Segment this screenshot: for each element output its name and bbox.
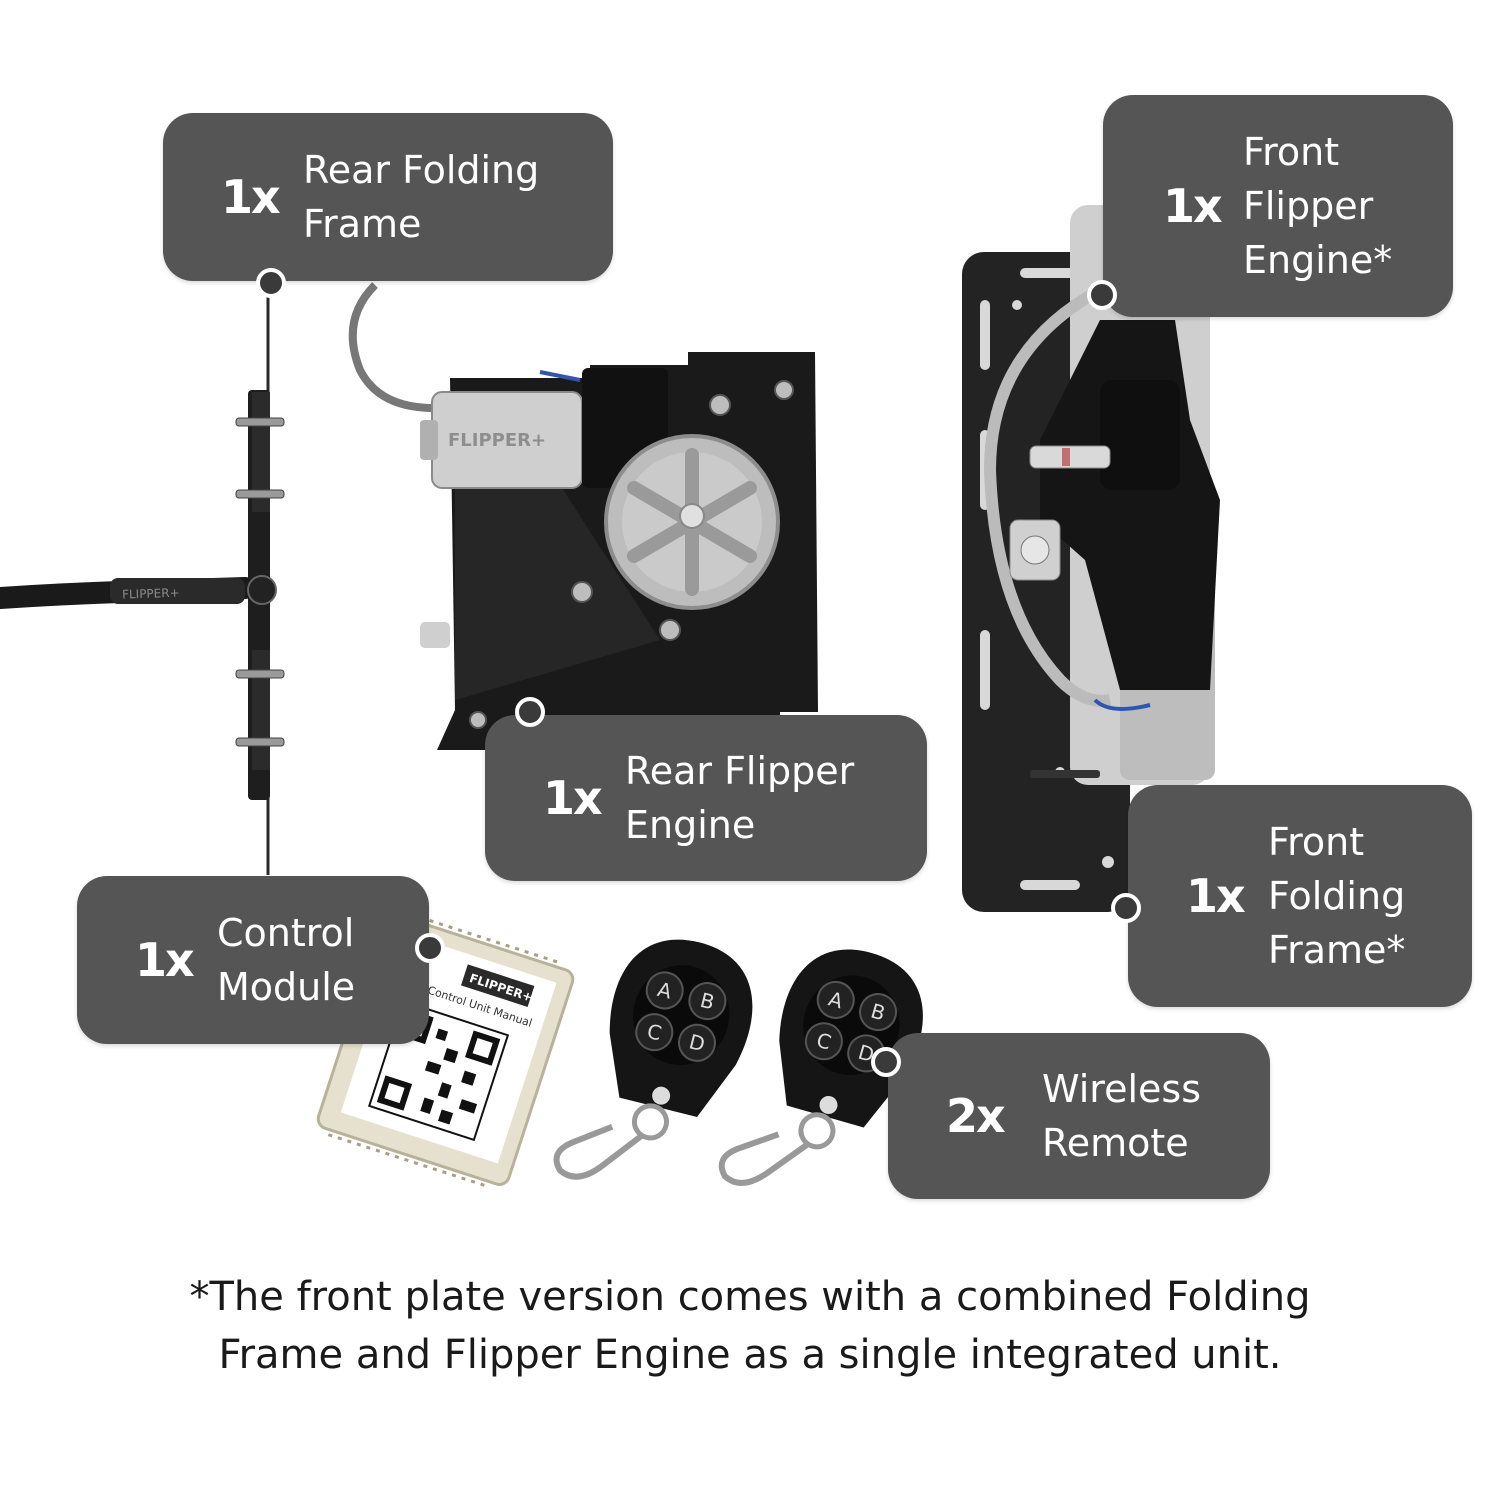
callout-label-line: Remote	[1042, 1121, 1189, 1165]
callout-label-line: Wireless	[1042, 1067, 1201, 1111]
callout-qty: 1x	[1163, 179, 1223, 233]
callout-label-line: Frame	[303, 202, 422, 246]
remote-2-button-c: C	[814, 1028, 834, 1055]
callout-pointer-dot	[515, 697, 545, 727]
callout-wireless-remote: 2x Wireless Remote	[888, 1033, 1270, 1199]
footnote-line-2: Frame and Flipper Engine as a single int…	[218, 1332, 1282, 1378]
callout-qty: 1x	[543, 771, 603, 825]
callout-rear-folding-frame: 1x Rear Folding Frame	[163, 113, 613, 281]
callout-qty: 2x	[946, 1089, 1006, 1143]
remote-1-button-b: B	[698, 988, 717, 1015]
callout-label-line: Frame*	[1268, 928, 1406, 972]
callout-label-line: Engine	[625, 803, 756, 847]
front-flipper-unit-image	[962, 205, 1220, 912]
footnote-line-1: *The front plate version comes with a co…	[189, 1274, 1311, 1320]
callout-pointer-dot	[1087, 280, 1117, 310]
callout-qty: 1x	[221, 170, 281, 224]
wireless-remote-1-image: A B C D	[553, 939, 753, 1180]
callout-label-line: Folding	[1268, 874, 1406, 918]
remote-1-button-a: A	[655, 977, 674, 1004]
footnote: *The front plate version comes with a co…	[0, 1268, 1500, 1384]
remote-2-button-b: B	[868, 999, 888, 1026]
callout-label-line: Rear Folding	[303, 148, 540, 192]
rear-flipper-engine-image: FLIPPER+	[348, 282, 818, 750]
callout-label-line: Rear Flipper	[625, 749, 855, 793]
callout-rear-flipper-engine: 1x Rear Flipper Engine	[485, 715, 927, 881]
callout-qty: 1x	[1186, 869, 1246, 923]
remote-2-button-a: A	[826, 986, 846, 1013]
callout-control-module: 1x Control Module	[77, 876, 429, 1044]
callout-front-flipper-engine: 1x Front Flipper Engine*	[1103, 95, 1453, 317]
remote-1-button-d: D	[687, 1029, 708, 1056]
rear-folding-frame-image: FLIPPER+	[0, 290, 285, 875]
callout-label-line: Module	[217, 965, 356, 1009]
cable-brand-text: FLIPPER+	[122, 586, 180, 602]
callout-front-folding-frame: 1x Front Folding Frame*	[1128, 785, 1472, 1007]
callout-label-line: Front	[1243, 130, 1340, 174]
callout-pointer-dot	[871, 1047, 901, 1077]
callout-pointer-dot	[415, 933, 445, 963]
callout-qty: 1x	[135, 933, 195, 987]
remote-1-button-c: C	[645, 1019, 664, 1046]
callout-pointer-dot	[256, 268, 286, 298]
callout-label-line: Flipper	[1243, 184, 1374, 228]
callout-label-line: Engine*	[1243, 238, 1393, 282]
engine-brand-text: FLIPPER+	[448, 430, 546, 451]
callout-label-line: Front	[1268, 820, 1365, 864]
callout-pointer-dot	[1111, 893, 1141, 923]
callout-label-line: Control	[217, 911, 355, 955]
